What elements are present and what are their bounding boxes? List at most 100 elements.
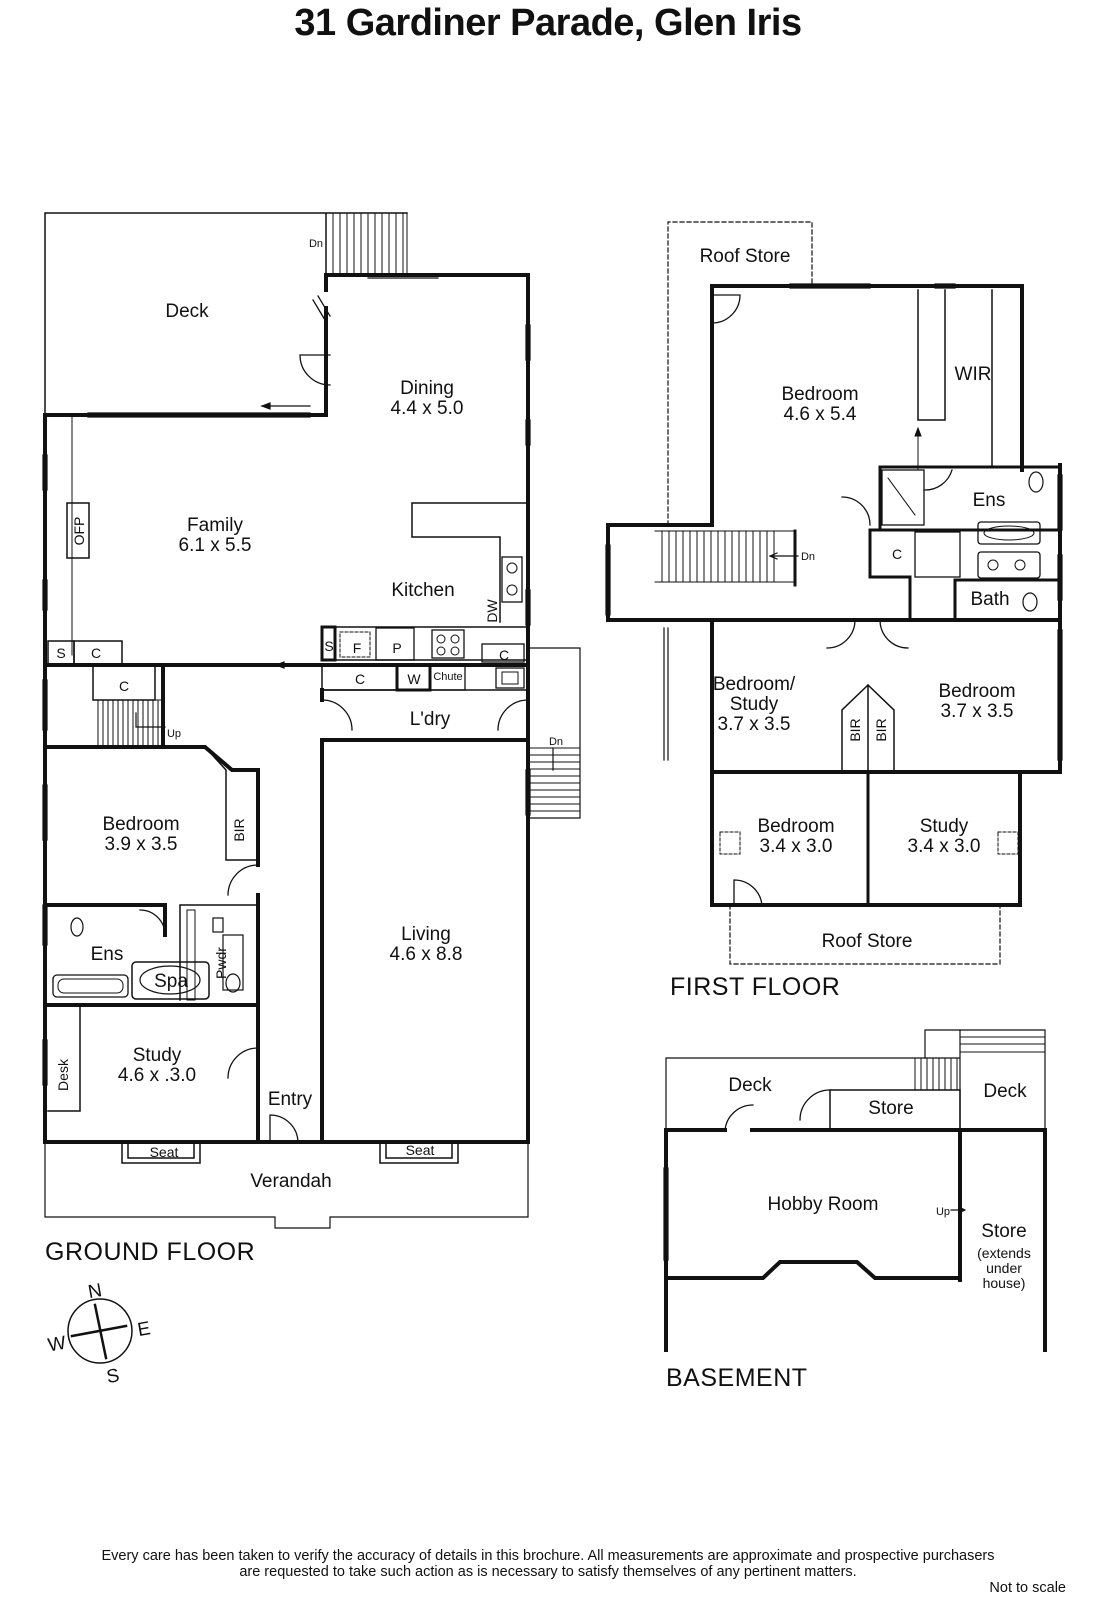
first-study-dim: 3.4 x 3.0 [908, 836, 981, 857]
compass [67, 1298, 133, 1364]
first-floor-plan [605, 221, 1063, 965]
fireplace [66, 502, 90, 559]
ground-floor-plan [42, 212, 581, 1229]
desk-label: Desk [55, 1058, 71, 1091]
main-bedroom-dim: 4.6 x 5.4 [784, 404, 857, 425]
roof-store-top-label: Roof Store [700, 246, 791, 267]
bedroom-dim: 3.9 x 3.5 [105, 834, 178, 855]
side-dn-label: Dn [549, 736, 563, 748]
compass-s: S [105, 1365, 121, 1388]
living-label: Living [401, 924, 451, 945]
c3-label: C [499, 647, 509, 663]
verandah-label: Verandah [250, 1171, 331, 1192]
ground-outer-walls [43, 273, 530, 1144]
deck-door [299, 354, 331, 386]
first-study-label: Study [920, 816, 969, 837]
east-bedroom-dim: 3.7 x 3.5 [941, 701, 1014, 722]
pwdr-label: Pwdr [213, 947, 229, 979]
window-seats [121, 1141, 459, 1164]
compass-labels: N E S W [46, 1280, 152, 1388]
study-dim: 4.6 x .3.0 [118, 1065, 196, 1086]
bir2-label: BIR [873, 718, 889, 741]
bir1-label: BIR [847, 718, 863, 741]
basement-deck-left-label: Deck [728, 1075, 772, 1096]
roof-store-bottom-label: Roof Store [822, 931, 913, 952]
verandah-outline [44, 1141, 529, 1229]
wir-label: WIR [955, 364, 992, 385]
disclaimer-line-1: Every care has been taken to verify the … [101, 1548, 995, 1564]
sw-bedroom-label: Bedroom [757, 816, 834, 837]
living-dim: 4.6 x 8.8 [390, 944, 463, 965]
basement-plan [663, 1029, 1047, 1352]
entry-label: Entry [268, 1089, 313, 1110]
ground-stairs-up [92, 699, 164, 748]
kitchen-sink [501, 556, 523, 603]
deck-dn-label: Dn [309, 238, 323, 250]
seat2-label: Seat [406, 1142, 435, 1158]
disclaimer: Every care has been taken to verify the … [0, 1548, 1096, 1580]
first-dn-label: Dn [801, 551, 815, 563]
first-floor-labels: Roof Store Bedroom 4.6 x 5.4 WIR Ens C B… [670, 246, 1016, 1001]
basement-store-label: Store [981, 1221, 1026, 1242]
compass-n: N [86, 1280, 103, 1303]
basement-deck-right-label: Deck [983, 1081, 1027, 1102]
kitchen-bench [411, 502, 529, 623]
c4-label: C [355, 671, 365, 687]
bedroom-label: Bedroom [102, 814, 179, 835]
deck-outline [44, 212, 408, 416]
dining-label: Dining [400, 378, 454, 399]
laundry-label: L'dry [410, 709, 451, 730]
chute-label: Chute [433, 671, 462, 683]
sw-bedroom-dim: 3.4 x 3.0 [760, 836, 833, 857]
roof-store-top [667, 221, 813, 526]
basement-store-top-label: Store [868, 1098, 913, 1119]
family-dim: 6.1 x 5.5 [179, 535, 252, 556]
basement-title: BASEMENT [666, 1364, 808, 1392]
ground-floor-labels: Deck Dn Dining 4.4 x 5.0 Family 6.1 x 5.… [45, 238, 563, 1266]
c-first-label: C [892, 546, 902, 562]
family-label: Family [187, 515, 243, 536]
kitchen-label: Kitchen [391, 580, 454, 601]
seat1-label: Seat [150, 1144, 179, 1160]
bedroom-study-dim: 3.7 x 3.5 [718, 714, 791, 735]
store-note-2: under [986, 1260, 1022, 1276]
basement-up-label: Up [936, 1206, 950, 1218]
page-title: 31 Gardiner Parade, Glen Iris [294, 2, 802, 44]
compass-e: E [136, 1318, 152, 1341]
spa-label: Spa [154, 971, 188, 992]
disclaimer-line-2: are requested to take such action as is … [239, 1564, 857, 1580]
compass-w: W [46, 1333, 67, 1357]
dw-label: DW [484, 599, 500, 623]
f-label: F [353, 640, 362, 656]
c1-label: C [91, 645, 101, 661]
c2-label: C [119, 678, 129, 694]
basement-stairs [914, 1029, 1046, 1091]
s1-label: S [56, 645, 65, 661]
ens-label: Ens [91, 944, 124, 965]
ens-first-label: Ens [973, 490, 1006, 511]
bath-label: Bath [970, 589, 1009, 610]
ground-floor-title: GROUND FLOOR [45, 1238, 255, 1266]
store-note-1: (extends [977, 1245, 1031, 1261]
not-to-scale-note: Not to scale [989, 1580, 1066, 1596]
w-label: W [407, 671, 421, 687]
deck-label: Deck [165, 301, 209, 322]
bedroom-study-label-2: Study [730, 694, 779, 715]
bedroom-study-label: Bedroom/ [713, 674, 796, 695]
deck-stairs [325, 212, 408, 276]
east-bedroom-label: Bedroom [938, 681, 1015, 702]
s2-label: S [324, 638, 333, 654]
side-stairs [527, 747, 581, 812]
first-floor-title: FIRST FLOOR [670, 973, 840, 1001]
basement-labels: Deck Store Deck Hobby Room Up Store (ext… [666, 1075, 1031, 1392]
dining-dim: 4.4 x 5.0 [391, 398, 464, 419]
main-bedroom-label: Bedroom [781, 384, 858, 405]
bir-label: BIR [231, 818, 247, 841]
p-label: P [392, 640, 401, 656]
ofp-label: OFP [71, 517, 87, 546]
roof-store-bottom [729, 904, 1001, 965]
store-note-3: house) [983, 1275, 1026, 1291]
study-label: Study [133, 1045, 182, 1066]
up-label: Up [167, 728, 181, 740]
